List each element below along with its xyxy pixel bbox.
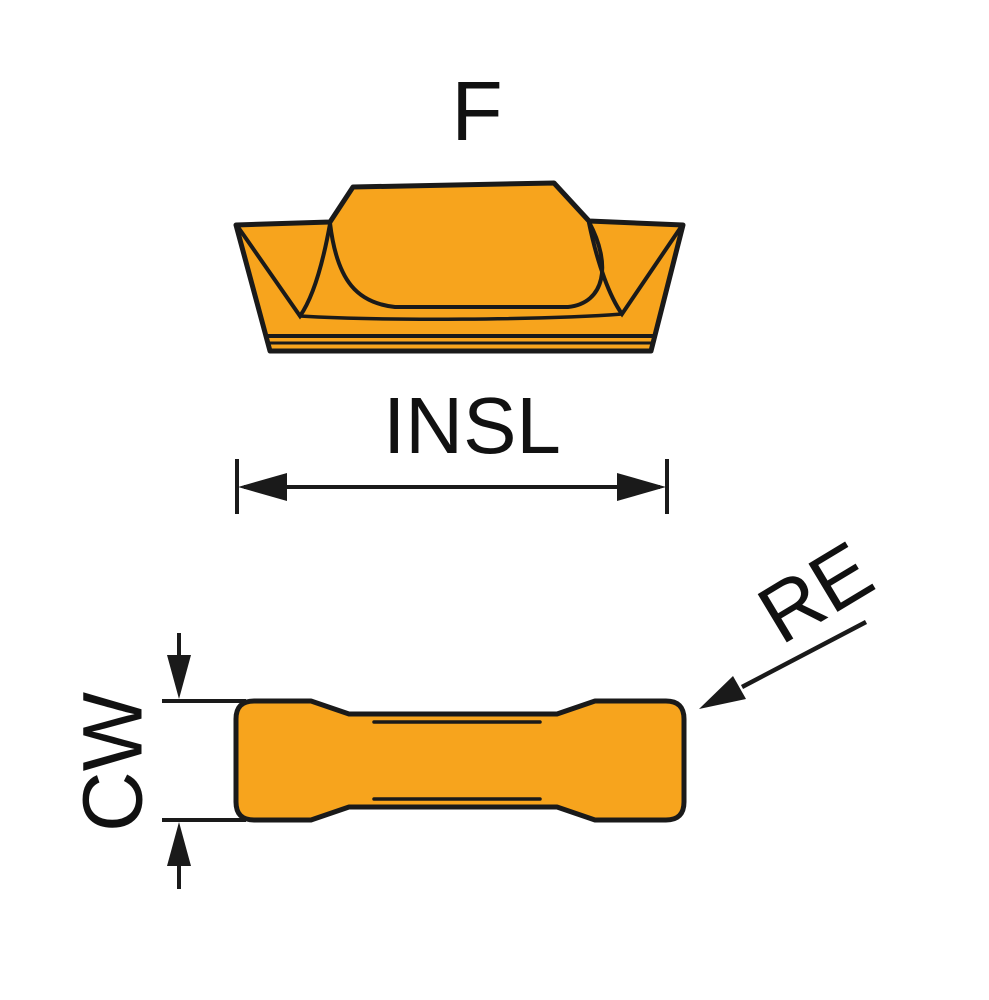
re-dimension-label: RE [743,525,888,662]
insl-dimension-label: INSL [383,381,561,470]
cw-dimension: CW [65,633,246,889]
front-view-label: F [451,64,502,158]
insl-dimension: INSL [235,381,669,514]
front-view: F [233,64,686,354]
front-view-chip-groove-line [328,220,605,309]
top-view-insert-body [233,698,687,823]
cw-arrowhead-down-icon [167,655,191,699]
top-view [233,698,687,823]
insl-arrowhead-right-icon [617,473,666,501]
front-view-insert-body [233,180,686,354]
re-dimension: RE [699,525,888,709]
insl-arrowhead-left-icon [238,473,287,501]
cw-dimension-label: CW [65,692,159,832]
cw-arrowhead-up-icon [167,822,191,866]
re-arrowhead-icon [699,676,746,709]
front-view-lower-edge-line [298,312,624,321]
re-leader-line [740,620,868,689]
